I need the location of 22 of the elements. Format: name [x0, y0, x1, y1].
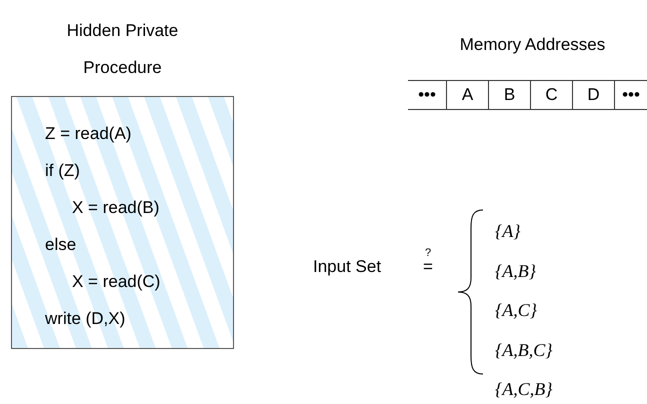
equals-sign: =: [423, 256, 433, 278]
set-option: {A}: [495, 220, 520, 242]
question-mark: ?: [425, 247, 432, 259]
code-line: X = read(B): [71, 197, 160, 219]
memory-cell: A: [446, 81, 488, 109]
code-line: write (D,X): [45, 308, 126, 330]
memory-cell: •••: [614, 81, 647, 109]
memory-title: Memory Addresses: [460, 34, 606, 56]
memory-cell: D: [572, 81, 614, 109]
code-line: else: [45, 234, 76, 256]
set-option: {A,C,B}: [495, 378, 552, 400]
memory-cell: B: [488, 81, 530, 109]
memory-cell: •••: [408, 81, 446, 109]
input-set-label: Input Set: [313, 256, 382, 278]
code-line: if (Z): [45, 160, 80, 182]
procedure-title: Hidden Private Procedure: [66, 20, 180, 79]
memory-cell: C: [530, 81, 572, 109]
set-option: {A,C}: [495, 299, 537, 321]
set-option: {A,B}: [495, 260, 536, 282]
code-line: X = read(C): [71, 271, 160, 293]
code-line: Z = read(A): [45, 123, 132, 145]
set-option: {A,B,C}: [495, 338, 552, 360]
